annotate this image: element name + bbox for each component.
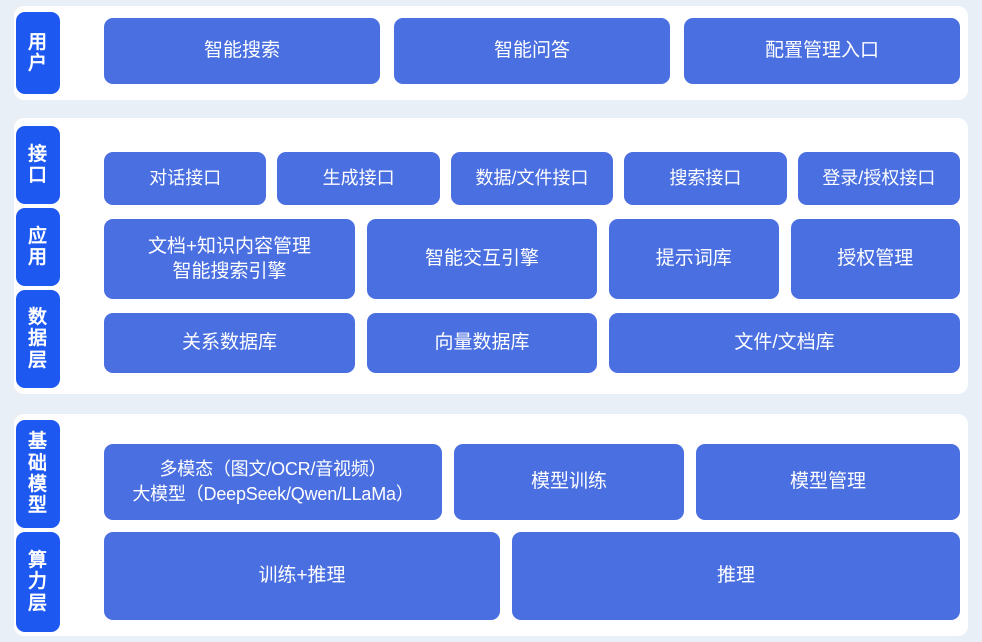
card-login-auth-api[interactable]: 登录/授权接口 <box>797 152 961 205</box>
layer-label-foundation-model-text: 基础模型 <box>27 431 48 517</box>
row-data-layer: 关系数据库 向量数据库 文件/文档库 <box>104 313 960 373</box>
row-application-layer: 文档+知识内容管理 智能搜索引擎 智能交互引擎 提示词库 授权管理 <box>104 219 960 299</box>
layer-label-application-text: 应用 <box>27 225 48 268</box>
card-generation-api[interactable]: 生成接口 <box>277 152 440 205</box>
card-smart-qa[interactable]: 智能问答 <box>394 18 670 84</box>
card-training-and-inference[interactable]: 训练+推理 <box>104 532 500 620</box>
layer-label-data-text: 数据层 <box>27 307 48 371</box>
card-smart-search[interactable]: 智能搜索 <box>104 18 380 84</box>
row-compute-layer: 训练+推理 推理 <box>104 532 960 620</box>
layer-label-user-text: 用户 <box>27 31 48 74</box>
card-vector-database[interactable]: 向量数据库 <box>367 313 597 373</box>
layer-label-compute: 算力层 <box>16 532 60 632</box>
card-model-training[interactable]: 模型训练 <box>454 444 684 520</box>
card-model-management[interactable]: 模型管理 <box>696 444 960 520</box>
card-prompt-library[interactable]: 提示词库 <box>609 219 779 299</box>
layer-label-interface: 接口 <box>16 126 60 204</box>
card-config-management-entry[interactable]: 配置管理入口 <box>684 18 960 84</box>
card-inference[interactable]: 推理 <box>512 532 960 620</box>
row-interface-layer: 对话接口 生成接口 数据/文件接口 搜索接口 登录/授权接口 <box>104 152 961 205</box>
card-authorization-management[interactable]: 授权管理 <box>790 219 960 299</box>
layer-label-interface-text: 接口 <box>27 143 48 186</box>
card-search-api[interactable]: 搜索接口 <box>624 152 787 205</box>
layer-label-application: 应用 <box>16 208 60 286</box>
layer-label-foundation-model: 基础模型 <box>16 420 60 528</box>
layer-label-compute-text: 算力层 <box>27 550 48 614</box>
card-smart-interaction-engine[interactable]: 智能交互引擎 <box>367 219 597 299</box>
card-dialog-api[interactable]: 对话接口 <box>104 152 267 205</box>
card-data-file-api[interactable]: 数据/文件接口 <box>450 152 614 205</box>
row-user-layer: 智能搜索 智能问答 配置管理入口 <box>104 18 960 84</box>
card-multimodal-large-model[interactable]: 多模态（图文/OCR/音视频） 大模型（DeepSeek/Qwen/LLaMa） <box>104 444 442 520</box>
layer-label-user: 用户 <box>16 12 60 94</box>
card-document-knowledge-management[interactable]: 文档+知识内容管理 智能搜索引擎 <box>104 219 355 299</box>
card-relational-database[interactable]: 关系数据库 <box>104 313 355 373</box>
layer-label-data: 数据层 <box>16 290 60 388</box>
row-foundation-model-layer: 多模态（图文/OCR/音视频） 大模型（DeepSeek/Qwen/LLaMa）… <box>104 444 960 520</box>
card-file-document-repository[interactable]: 文件/文档库 <box>609 313 960 373</box>
